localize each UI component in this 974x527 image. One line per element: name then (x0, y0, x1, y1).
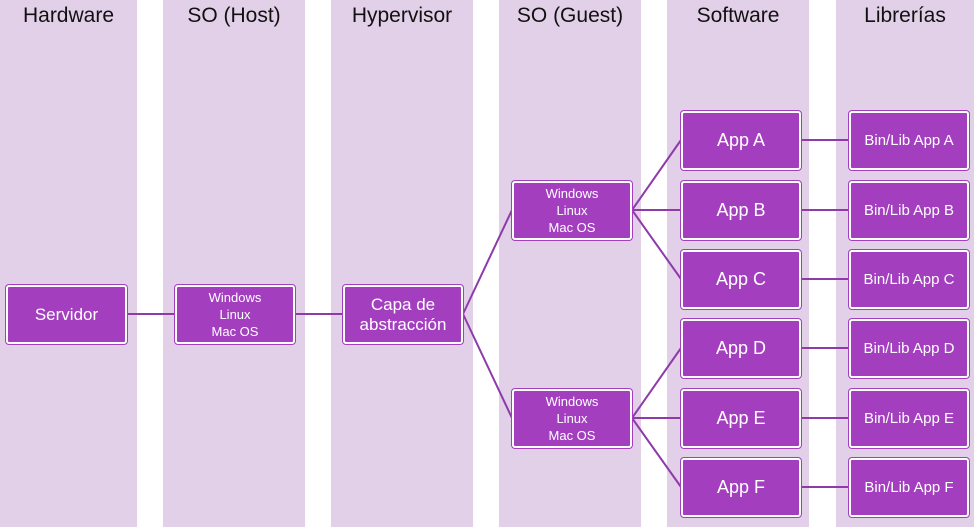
connector-guest1-app-a (631, 139, 682, 211)
column-title-hypervisor: Hypervisor (351, 4, 453, 27)
connector-guest2-app-d (631, 347, 682, 419)
column-title-so-host: SO (Host) (187, 4, 281, 27)
node-host-os: Windows Linux Mac OS (175, 285, 295, 344)
column-title-librerias: Librerías (864, 4, 946, 27)
node-lib-f: Bin/Lib App F (849, 458, 969, 517)
node-app-a: App A (681, 111, 801, 170)
column-title-hardware: Hardware (22, 4, 115, 27)
connector-hypervisor-guest2 (462, 313, 513, 419)
column-hypervisor: Hypervisor (331, 0, 473, 527)
node-app-e: App E (681, 389, 801, 448)
node-lib-d: Bin/Lib App D (849, 319, 969, 378)
node-lib-e: Bin/Lib App E (849, 389, 969, 448)
node-lib-c: Bin/Lib App C (849, 250, 969, 309)
connector-guest1-app-c (631, 209, 682, 280)
node-lib-a: Bin/Lib App A (849, 111, 969, 170)
column-title-software: Software (696, 4, 780, 27)
node-servidor: Servidor (6, 285, 127, 344)
column-hardware: Hardware (0, 0, 137, 527)
column-so-host: SO (Host) (163, 0, 305, 527)
connector-hypervisor-guest1 (462, 209, 513, 315)
node-guest-os-2: Windows Linux Mac OS (512, 389, 632, 448)
connector-guest2-app-f (631, 417, 682, 488)
node-app-d: App D (681, 319, 801, 378)
node-hypervisor: Capa de abstracción (343, 285, 463, 344)
column-title-so-guest: SO (Guest) (516, 4, 624, 27)
node-guest-os-1: Windows Linux Mac OS (512, 181, 632, 240)
node-app-c: App C (681, 250, 801, 309)
node-app-f: App F (681, 458, 801, 517)
node-lib-b: Bin/Lib App B (849, 181, 969, 240)
node-app-b: App B (681, 181, 801, 240)
